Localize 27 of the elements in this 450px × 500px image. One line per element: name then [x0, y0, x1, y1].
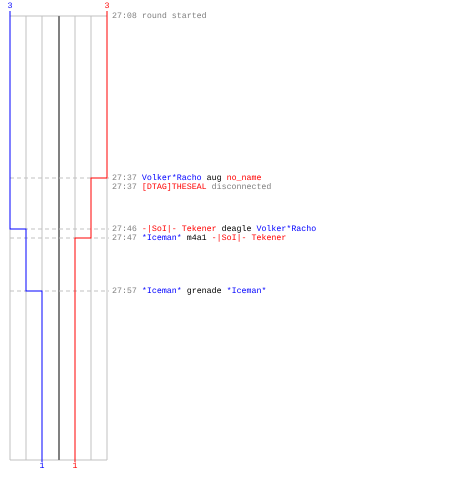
- player-count: 1: [38, 462, 46, 471]
- player-name: -|SoI|- Tekener: [212, 234, 286, 242]
- step-line: [10, 10, 42, 462]
- player-name: *Iceman*: [142, 286, 182, 296]
- player-name: *Iceman*: [226, 286, 266, 296]
- timestamp: 27:57: [112, 286, 137, 296]
- player-name: -|SoI|- Tekener: [142, 224, 217, 234]
- timestamp: 27:47: [112, 234, 137, 242]
- weapon-name: deagle: [222, 224, 252, 234]
- timestamp: 27:08: [112, 12, 137, 20]
- weapon-name: grenade: [186, 286, 222, 296]
- step-line: [74, 10, 108, 462]
- player-count: 1: [71, 462, 79, 471]
- player-count: 3: [103, 2, 111, 11]
- weapon-name: m4a1: [186, 234, 207, 242]
- player-count: 3: [6, 2, 14, 11]
- timestamp: 27:37: [112, 182, 137, 192]
- player-name: no_name: [226, 174, 262, 182]
- player-name: [DTAG]THESEAL: [142, 182, 207, 192]
- event-text: disconnected: [212, 182, 272, 192]
- weapon-name: aug: [206, 174, 222, 182]
- event-text: round started: [142, 12, 207, 20]
- timestamp: 27:37: [112, 174, 137, 182]
- player-name: Volker*Racho: [256, 224, 316, 234]
- player-name: Volker*Racho: [142, 174, 202, 182]
- timestamp: 27:46: [112, 224, 137, 234]
- player-name: *Iceman*: [142, 234, 182, 242]
